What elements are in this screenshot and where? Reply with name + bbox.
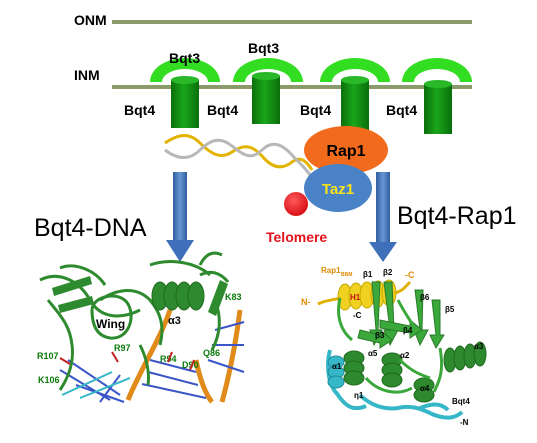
- alpha3-label-right: α3: [474, 342, 484, 351]
- protein-ribbon: [39, 251, 230, 391]
- bqt4-cylinder-4: [424, 84, 452, 134]
- residue-k83: K83: [225, 292, 242, 302]
- bqt3-cap-1: [150, 58, 220, 82]
- c-term-green: -C: [353, 311, 362, 320]
- taz1-label: Taz1: [322, 181, 354, 198]
- beta6-label: β6: [420, 293, 430, 302]
- c-term-right: -C: [405, 270, 415, 280]
- taz1-oval: [304, 164, 372, 212]
- dna-helix: [164, 134, 314, 179]
- dna-cyan-bases: [61, 371, 131, 399]
- dna-bases: [59, 321, 245, 403]
- beta-sheet: [357, 281, 445, 350]
- rap1-bbm-sub: BBM: [341, 272, 352, 278]
- bqt4-label-1: Bqt4: [124, 102, 155, 118]
- wing-label: Wing: [96, 317, 125, 331]
- arrow-left: [166, 172, 194, 262]
- alpha3-label: α3: [168, 315, 181, 327]
- alpha3-helix: [151, 281, 205, 311]
- side-chains: [59, 351, 195, 371]
- residue-d90: D90: [182, 360, 199, 370]
- dna-backbone-2: [193, 359, 214, 404]
- residue-r107: R107: [37, 351, 59, 361]
- bqt-complex-2: [233, 58, 303, 124]
- bqt4-cylinder-top-4: [424, 80, 452, 88]
- bqt3-cap-2: [233, 58, 303, 82]
- beta4-label: β4: [403, 326, 413, 335]
- bqt4-cylinder-top-3: [341, 76, 369, 84]
- cyan-helix: [327, 355, 345, 389]
- residue-r97: R97: [114, 343, 131, 353]
- bqt-complex-4: [402, 58, 472, 134]
- beta1-label: β1: [363, 270, 373, 279]
- dna-backbone-3: [219, 309, 243, 403]
- arrow-right: [369, 172, 397, 262]
- right-panel-title: Bqt4-Rap1: [397, 202, 517, 230]
- beta2-label: β2: [383, 268, 393, 277]
- bqt3-cap-3: [320, 58, 390, 82]
- bqt4-chain-label: Bqt4: [452, 397, 470, 406]
- bqt4-cylinder-3: [341, 80, 369, 130]
- bqt4-label-3: Bqt4: [300, 102, 331, 118]
- bqt4-cylinder-1: [171, 80, 199, 128]
- inm-label: INM: [74, 67, 100, 83]
- bqt-complex-3: [320, 58, 390, 130]
- rap1-label: Rap1: [326, 143, 365, 160]
- bqt3-label-2: Bqt3: [248, 40, 279, 56]
- residue-k106: K106: [38, 375, 60, 385]
- wing-loop: [90, 294, 133, 340]
- alpha2-label: α2: [400, 351, 410, 360]
- rap1-tail-right: [393, 280, 412, 295]
- onm-label: ONM: [74, 12, 107, 28]
- dna-strand-grey: [164, 138, 314, 179]
- n-term-left: N-: [301, 297, 311, 307]
- eta1-label: η1: [354, 391, 364, 400]
- rap1-oval: [304, 126, 388, 174]
- bqt4-label-2: Bqt4: [207, 102, 238, 118]
- beta3-label: β3: [375, 331, 385, 340]
- residue-q86: Q86: [203, 348, 220, 358]
- inm-membrane: [112, 85, 472, 89]
- left-structure: Wing α3 K83 R97 R94 Q86 D90 R107 K106: [37, 251, 245, 404]
- beta-strands: [52, 276, 228, 316]
- onm-membrane: [112, 20, 472, 24]
- telomere-label: Telomere: [266, 229, 327, 245]
- rap1-bbm-main: Rap1: [321, 266, 341, 275]
- green-loops: [337, 297, 444, 394]
- rap1-bbm-label: Rap1 BBM: [321, 266, 352, 278]
- beta5-label: β5: [445, 305, 455, 314]
- rap1-tail-left: [317, 296, 341, 306]
- dna-strand-yellow: [164, 134, 314, 171]
- left-panel-title: Bqt4-DNA: [34, 214, 147, 242]
- alpha5-label: α5: [368, 349, 378, 358]
- bqt4-cylinder-top-1: [171, 76, 199, 84]
- bqt3-cap-4: [402, 58, 472, 82]
- dna-backbone-1: [125, 309, 173, 401]
- telomere-ball: [284, 192, 308, 216]
- bqt4-cylinder-2: [252, 76, 280, 124]
- bqt3-label-1: Bqt3: [169, 50, 200, 66]
- alpha-helices-right: [343, 341, 487, 403]
- h1-label: H1: [350, 293, 361, 302]
- right-structure: Rap1 BBM N- -C H1 β1 β2 -C β6 β5 β3 β4 α…: [301, 266, 487, 427]
- alpha4-label: α4: [420, 384, 430, 393]
- alpha1-label: α1: [332, 362, 342, 371]
- bqt4-cylinder-top-2: [252, 72, 280, 80]
- n-term-bottom: -N: [460, 418, 469, 427]
- bqt4-label-4: Bqt4: [386, 102, 417, 118]
- bqt-complex-1: [150, 58, 220, 128]
